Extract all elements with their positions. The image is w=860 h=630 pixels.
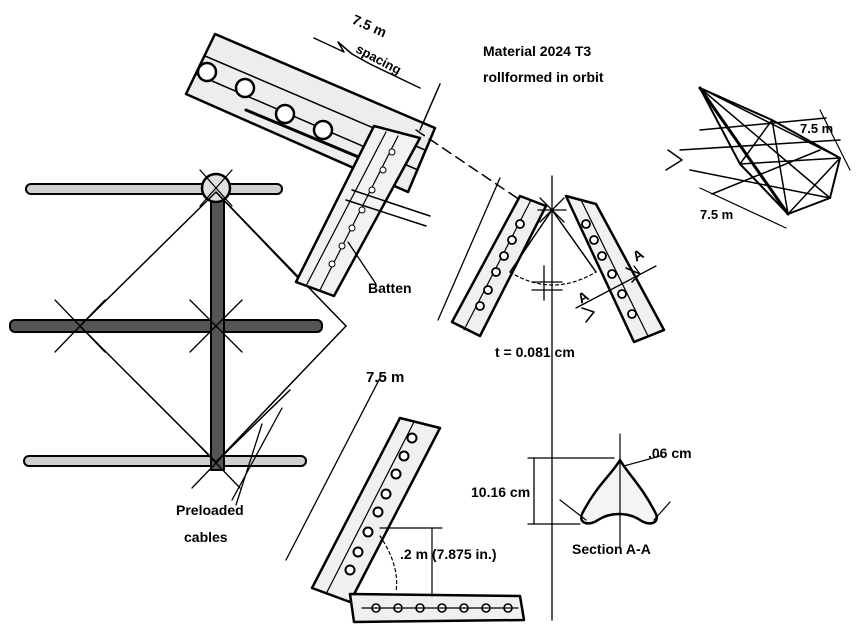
spacing-dimension — [313, 37, 521, 201]
batten — [294, 124, 431, 298]
middle-tube — [9, 319, 323, 333]
top-tube — [25, 183, 283, 195]
section-title-label: Section A-A — [572, 541, 651, 557]
material-label-line1: Material 2024 T3 — [483, 43, 592, 59]
lower-longeron — [285, 377, 526, 624]
cables-label-line1: Preloaded — [176, 502, 244, 518]
bay-length-label: 7.5 m — [366, 369, 405, 386]
cables-label-line2: cables — [184, 529, 228, 545]
section-a-a-view — [527, 433, 671, 547]
inset-side-dimension-label: 7.5 m — [800, 121, 834, 136]
depth-label: 10.16 cm — [471, 484, 531, 500]
truss-frame-end-view — [9, 169, 347, 506]
lip-thickness-label: .06 cm — [648, 445, 692, 461]
bottom-tube — [23, 455, 307, 467]
inset-truss-bay — [665, 86, 851, 229]
flange-dimension-label: .2 m (7.875 in.) — [400, 546, 497, 562]
batten-label: Batten — [368, 280, 412, 296]
longeron-cross-section — [437, 175, 666, 621]
thickness-label: t = 0.081 cm — [495, 344, 575, 360]
upper-longeron — [184, 32, 437, 298]
material-label-line2: rollformed in orbit — [483, 69, 604, 85]
lightening-holes-upper — [196, 61, 334, 141]
inset-bottom-dimension-label: 7.5 m — [700, 207, 734, 222]
